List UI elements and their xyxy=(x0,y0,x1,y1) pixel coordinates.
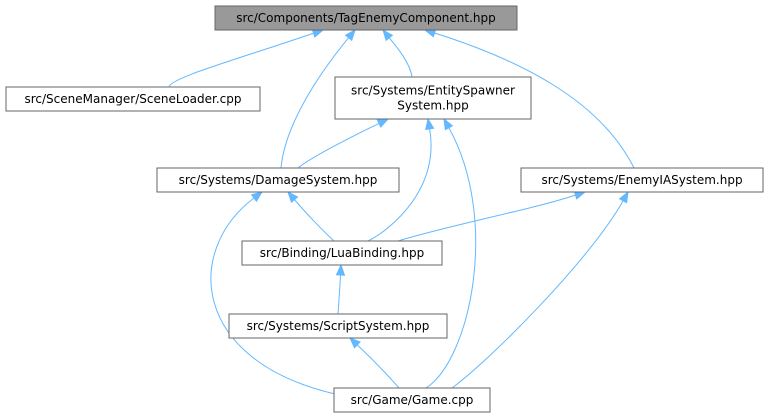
edge-game-enemyia xyxy=(451,190,629,389)
node-box[interactable] xyxy=(156,167,400,193)
edge-line xyxy=(356,344,400,389)
edge-game-damage xyxy=(210,191,336,395)
arrowhead-icon xyxy=(250,191,264,203)
edge-line xyxy=(294,199,335,242)
edge-line xyxy=(210,197,336,395)
node-enemyia[interactable]: src/Systems/EnemyIASystem.hpp xyxy=(520,167,764,193)
arrowhead-icon xyxy=(335,263,346,276)
node-label: src/Binding/LuaBinding.hpp xyxy=(260,246,424,260)
edge-game-spawner xyxy=(425,117,477,389)
edge-lua-damage xyxy=(287,190,335,242)
edge-line xyxy=(434,32,635,169)
arrowhead-icon xyxy=(311,28,325,38)
node-box[interactable] xyxy=(241,240,443,266)
node-tag[interactable]: src/Components/TagEnemyComponent.hpp xyxy=(214,5,518,31)
arrowhead-icon xyxy=(618,190,629,204)
node-box[interactable] xyxy=(333,387,491,413)
node-box[interactable] xyxy=(228,313,448,339)
node-label: System.hpp xyxy=(397,99,468,113)
node-label: src/Components/TagEnemyComponent.hpp xyxy=(236,11,496,25)
node-label: src/Systems/DamageSystem.hpp xyxy=(179,173,378,187)
node-label: src/Game/Game.cpp xyxy=(351,393,474,407)
edge-damage-spawner xyxy=(297,118,390,169)
node-box[interactable] xyxy=(5,86,261,112)
node-lua[interactable]: src/Binding/LuaBinding.hpp xyxy=(241,240,443,266)
edge-damage-tag xyxy=(280,28,356,169)
node-damage[interactable]: src/Systems/DamageSystem.hpp xyxy=(156,167,400,193)
edge-line xyxy=(397,194,576,242)
edge-loader-tag xyxy=(168,28,325,88)
node-label: src/SceneManager/SceneLoader.cpp xyxy=(24,92,241,106)
arrowhead-icon xyxy=(425,117,435,131)
node-box[interactable] xyxy=(214,5,518,31)
edge-line xyxy=(425,127,477,389)
arrowhead-icon xyxy=(376,118,390,128)
node-box[interactable] xyxy=(334,76,532,120)
edge-line xyxy=(297,122,380,169)
edge-line xyxy=(367,128,432,242)
edge-line xyxy=(168,32,314,88)
edge-script-lua xyxy=(335,263,346,315)
nodes-layer: src/Components/TagEnemyComponent.hpp src/… xyxy=(5,5,764,413)
node-loader[interactable]: src/SceneManager/SceneLoader.cpp xyxy=(5,86,261,112)
node-game[interactable]: src/Game/Game.cpp xyxy=(333,387,491,413)
arrowhead-icon xyxy=(344,28,356,42)
edge-line xyxy=(451,200,624,389)
node-label: src/Systems/EntitySpawner xyxy=(351,84,515,98)
edge-spawner-tag xyxy=(382,28,413,78)
edge-lua-enemyia xyxy=(397,190,587,242)
arrowhead-icon xyxy=(443,117,454,131)
node-label: src/Systems/EnemyIASystem.hpp xyxy=(541,173,742,187)
arrowhead-icon xyxy=(287,190,299,204)
arrowhead-icon xyxy=(349,337,361,349)
edge-line xyxy=(388,37,413,78)
edge-game-script xyxy=(349,337,400,389)
node-label: src/Systems/ScriptSystem.hpp xyxy=(247,319,430,333)
arrowhead-icon xyxy=(382,28,394,42)
edge-line xyxy=(280,37,350,169)
edge-lua-spawner xyxy=(367,117,435,242)
node-script[interactable]: src/Systems/ScriptSystem.hpp xyxy=(228,313,448,339)
edge-line xyxy=(337,274,342,315)
node-box[interactable] xyxy=(520,167,764,193)
